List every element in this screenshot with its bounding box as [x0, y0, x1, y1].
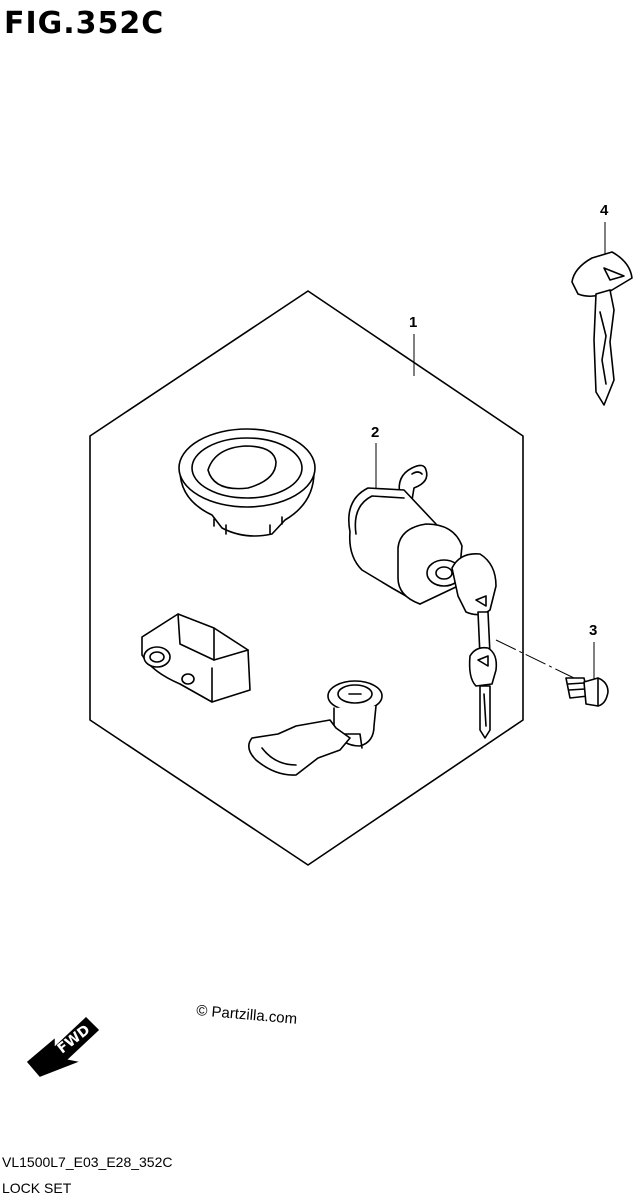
bolt-part	[565, 677, 609, 707]
assembly-outline-hexagon	[89, 290, 524, 866]
model-code: VL1500L7_E03_E28_352C	[2, 1154, 173, 1170]
callout-3[interactable]: 3	[589, 622, 597, 683]
round-cap-part	[178, 428, 316, 537]
figure-title: FIG.352C	[4, 6, 164, 41]
fwd-direction-badge: FWD	[26, 1016, 100, 1077]
watermark-text: © Partzilla.com	[196, 1002, 298, 1028]
seat-lock-cylinder-part	[348, 464, 498, 739]
section-name: LOCK SET	[2, 1180, 72, 1196]
callout-1-label: 1	[409, 314, 417, 331]
callout-2[interactable]: 2	[371, 424, 379, 488]
blank-key-part	[571, 251, 633, 406]
assembly-centerline	[495, 639, 575, 679]
cam-lock-part	[248, 680, 383, 776]
helmet-lock-part	[141, 613, 251, 703]
callout-1[interactable]: 1	[409, 314, 417, 376]
callout-2-label: 2	[371, 424, 379, 441]
callout-4-label: 4	[600, 202, 609, 219]
callout-3-label: 3	[589, 622, 597, 639]
